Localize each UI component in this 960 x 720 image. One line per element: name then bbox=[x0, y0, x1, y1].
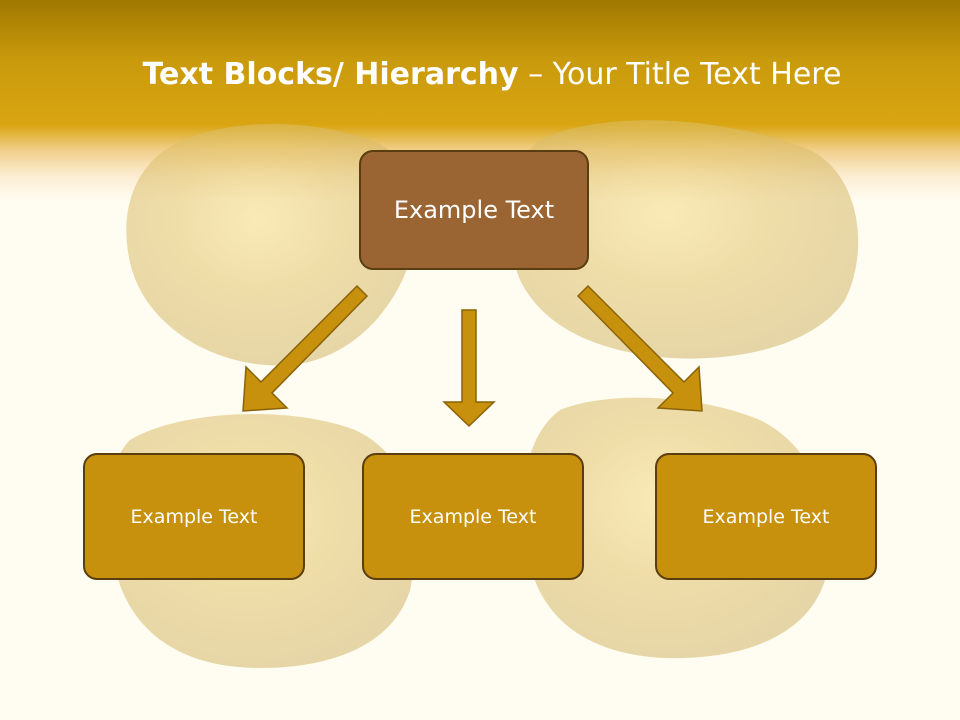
arrow-to-middle-child bbox=[442, 309, 496, 428]
title-rest-part: Your Title Text Here bbox=[552, 57, 842, 92]
child-text-box-right: Example Text bbox=[655, 453, 877, 580]
arrow-to-right-child bbox=[576, 284, 703, 412]
arrow-to-left-child bbox=[242, 284, 369, 412]
title-bold-part: Text Blocks/ Hierarchy bbox=[142, 57, 519, 92]
root-text-box: Example Text bbox=[359, 150, 589, 270]
child-text-middle: Example Text bbox=[409, 505, 537, 528]
child-text-right: Example Text bbox=[702, 505, 830, 528]
child-text-box-middle: Example Text bbox=[362, 453, 584, 580]
root-text: Example Text bbox=[393, 196, 555, 224]
slide-title: Text Blocks/ Hierarchy – Your Title Text… bbox=[0, 52, 960, 98]
child-text-left: Example Text bbox=[130, 505, 258, 528]
title-separator: – bbox=[528, 57, 544, 92]
child-text-box-left: Example Text bbox=[83, 453, 305, 580]
